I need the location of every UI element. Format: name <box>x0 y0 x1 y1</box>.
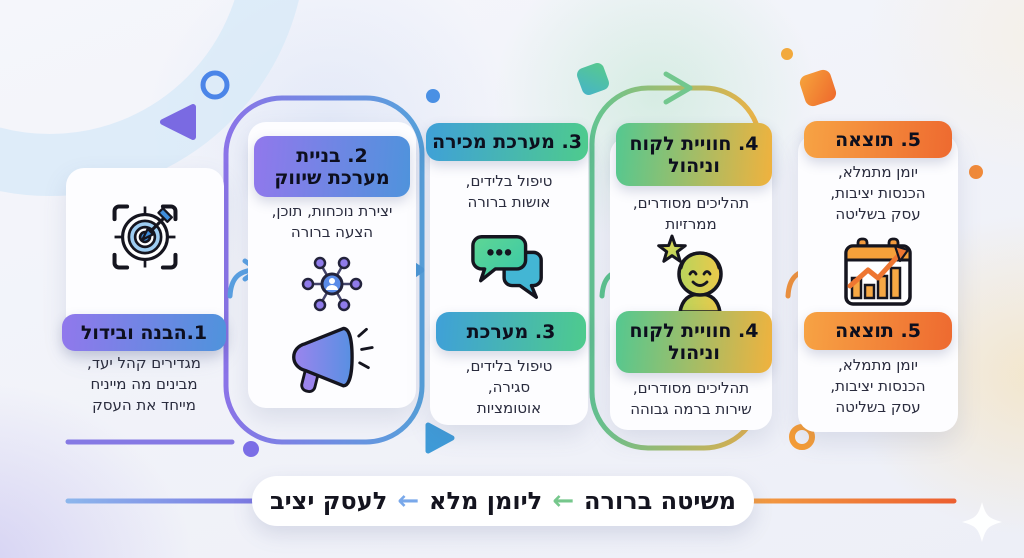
banner-text-2: ליומן מלא <box>429 487 543 515</box>
loop4-arrowhead-icon <box>663 71 693 105</box>
step3-bottom-description: טיפול בלידים, סגירה, אוטומציות <box>465 357 553 417</box>
step4-bottom-badge: 4. חוויית לקוח וניהול <box>616 311 772 373</box>
step3-top-description: טיפול בלידים, אושות ברורה <box>465 172 553 211</box>
target-icon <box>112 204 178 270</box>
step1-description: מגדירים קהל יעד, מבינים מה מייניח מייחד … <box>87 354 201 414</box>
step1-badge: 1.הבנה ובידול <box>62 314 226 351</box>
step2-description: יצירת נוכחות, תוכן, הצעה ברורה <box>271 202 393 241</box>
step4-top-badge: 4. חוויית לקוח וניהול <box>616 123 772 186</box>
banner-text-1: משיטה ברורה <box>584 487 737 515</box>
dot-blue-icon <box>426 89 440 103</box>
customer-star-icon <box>657 234 723 312</box>
step4-bottom-description: תהליכים מסודרים, שירות ברמה גבוהה <box>630 379 752 418</box>
step5-top-description: יומן מתמלא, הכנסות יציבות, עסק בשליטה <box>830 163 926 223</box>
step2-badge: 2. בניית מערכת שיווק <box>254 136 410 197</box>
chat-bubbles-icon <box>471 235 543 299</box>
step5-bottom-description: יומן מתמלא, הכנסות יציבות, עסק בשליטה <box>830 356 926 416</box>
step3-bottom-badge: 3. מערכת <box>436 312 586 351</box>
banner-text-3: לעסק יציב <box>269 487 388 515</box>
banner-arrow-1: ← <box>552 486 574 516</box>
step4-top-description: תהליכים מסודרים, ממרזיות <box>632 194 750 233</box>
step5-top-badge: 5. תוצאה <box>804 121 952 158</box>
triangle-left-icon <box>160 104 196 140</box>
calendar-chart-icon <box>844 237 912 306</box>
step3-top-badge: 3. מערכת מכירה <box>426 123 588 161</box>
network-icon <box>301 256 363 312</box>
dot-orange-right-icon <box>969 165 983 179</box>
square-green-icon <box>577 63 609 95</box>
background-ring <box>0 0 299 196</box>
banner-pill: משיטה ברורה ← ליומן מלא ← לעסק יציב <box>252 476 754 526</box>
banner-arrow-2: ← <box>397 486 420 516</box>
donut-orange-icon <box>789 424 815 450</box>
megaphone-icon <box>292 326 374 393</box>
square-orange-icon <box>799 69 837 107</box>
dot-orange-small-icon <box>781 48 793 60</box>
sparkle-icon <box>962 502 1002 542</box>
triangle-right-icon <box>425 422 455 454</box>
circle-outline-icon <box>200 70 230 100</box>
dot-purple-icon <box>243 441 259 457</box>
step5-bottom-badge: 5. תוצאה <box>804 312 952 350</box>
